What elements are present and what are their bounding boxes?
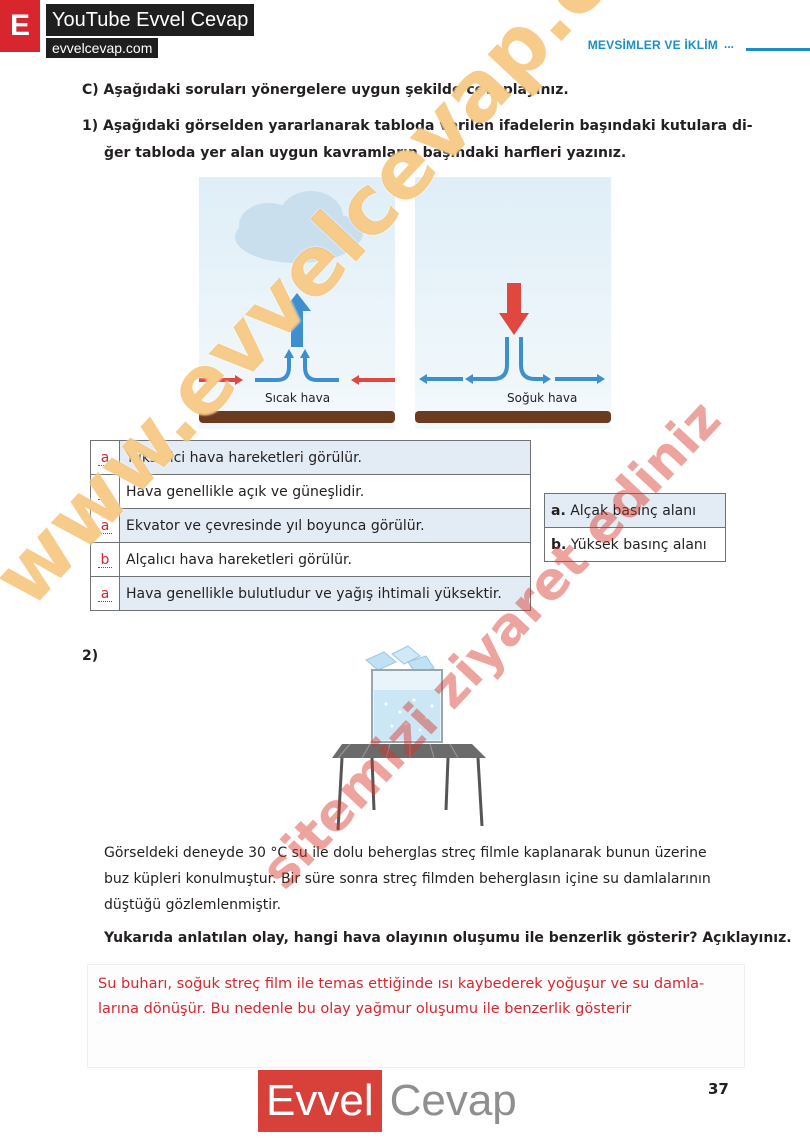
ground [199, 411, 395, 423]
warm-air-illustration [199, 191, 395, 423]
concept-item: a. Alçak basınç alanı [544, 493, 726, 528]
footer-brand-cevap: Cevap [389, 1076, 517, 1125]
table-row: a Hava genellikle bulutludur ve yağış ih… [90, 576, 531, 611]
chapter-rule [746, 48, 810, 51]
diverging-arrows-icon [419, 337, 605, 384]
beaker-icon [371, 669, 443, 743]
chapter-dots: ... [724, 37, 735, 51]
answer-line2: larına dönüşür. Bu nedenle bu olay yağmu… [98, 1001, 632, 1017]
footer-brand: Evvel Cevap [258, 1070, 517, 1132]
table-row: a. Alçak basınç alanı [544, 493, 726, 528]
answer-line1: Su buharı, soğuk streç film ile temas et… [98, 976, 705, 992]
statement-text: Ekvator ve çevresinde yıl boyunca görülü… [119, 508, 531, 543]
answer-cell[interactable]: b [90, 474, 120, 509]
cloud-icon [235, 191, 363, 263]
page-number: 37 [708, 1080, 729, 1098]
logo-e-icon: E [0, 0, 40, 52]
concepts-table: a. Alçak basınç alanı b. Yüksek basınç a… [544, 493, 726, 562]
cold-air-panel: Soğuk hava [415, 177, 611, 429]
brand-title: YouTube Evvel Cevap [46, 4, 255, 36]
warm-air-label: Sıcak hava [265, 391, 331, 405]
beaker-experiment-illustration [332, 645, 486, 830]
q2-question: Yukarıda anlatılan olay, hangi hava olay… [104, 930, 792, 946]
q2-paragraph-line3: düştüğü gözlemlenmiştir. [104, 897, 282, 913]
answer-cell[interactable]: a [90, 508, 120, 543]
ground [415, 411, 611, 423]
table-row: b Hava genellikle açık ve güneşlidir. [90, 474, 531, 509]
warm-air-panel: Sıcak hava [199, 177, 395, 429]
footer-brand-evvel: Evvel [258, 1070, 382, 1132]
answer-cell[interactable]: a [90, 440, 120, 475]
cold-air-illustration [415, 283, 611, 423]
concept-item: b. Yüksek basınç alanı [544, 527, 726, 562]
answer-cell[interactable]: b [90, 542, 120, 577]
table-row: a Yükselici hava hareketleri görülür. [90, 440, 531, 475]
converging-arrows-icon [199, 349, 395, 385]
rising-arrow-icon [283, 293, 311, 347]
statements-table: a Yükselici hava hareketleri görülür. b … [90, 440, 531, 611]
sinking-arrow-icon [499, 283, 529, 335]
answer-cell[interactable]: a [90, 576, 120, 611]
chapter-title: MEVSİMLER VE İKLİM [587, 38, 718, 52]
answer-box[interactable] [88, 965, 744, 1067]
table-row: b Alçalıcı hava hareketleri görülür. [90, 542, 531, 577]
statement-text: Hava genellikle bulutludur ve yağış ihti… [119, 576, 531, 611]
q1-instruction-line1: 1) Aşağıdaki görselden yararlanarak tabl… [82, 118, 753, 134]
q1-instruction-line2: ğer tabloda yer alan uygun kavramların b… [104, 145, 627, 161]
cold-air-label: Soğuk hava [507, 391, 578, 405]
table-row: a Ekvator ve çevresinde yıl boyunca görü… [90, 508, 531, 543]
q2-paragraph-line1: Görseldeki deneyde 30 °C su ile dolu beh… [104, 845, 707, 861]
q2-paragraph-line2: buz küpleri konulmuştur. Bir süre sonra … [104, 871, 711, 887]
table-row: b. Yüksek basınç alanı [544, 527, 726, 562]
q2-number: 2) [82, 648, 99, 664]
brand-url[interactable]: evvelcevap.com [46, 38, 159, 58]
tripod-stand-icon [332, 743, 486, 830]
statement-text: Hava genellikle açık ve güneşlidir. [119, 474, 531, 509]
statement-text: Alçalıcı hava hareketleri görülür. [119, 542, 531, 577]
section-heading: C) Aşağıdaki soruları yönergelere uygun … [82, 82, 569, 98]
